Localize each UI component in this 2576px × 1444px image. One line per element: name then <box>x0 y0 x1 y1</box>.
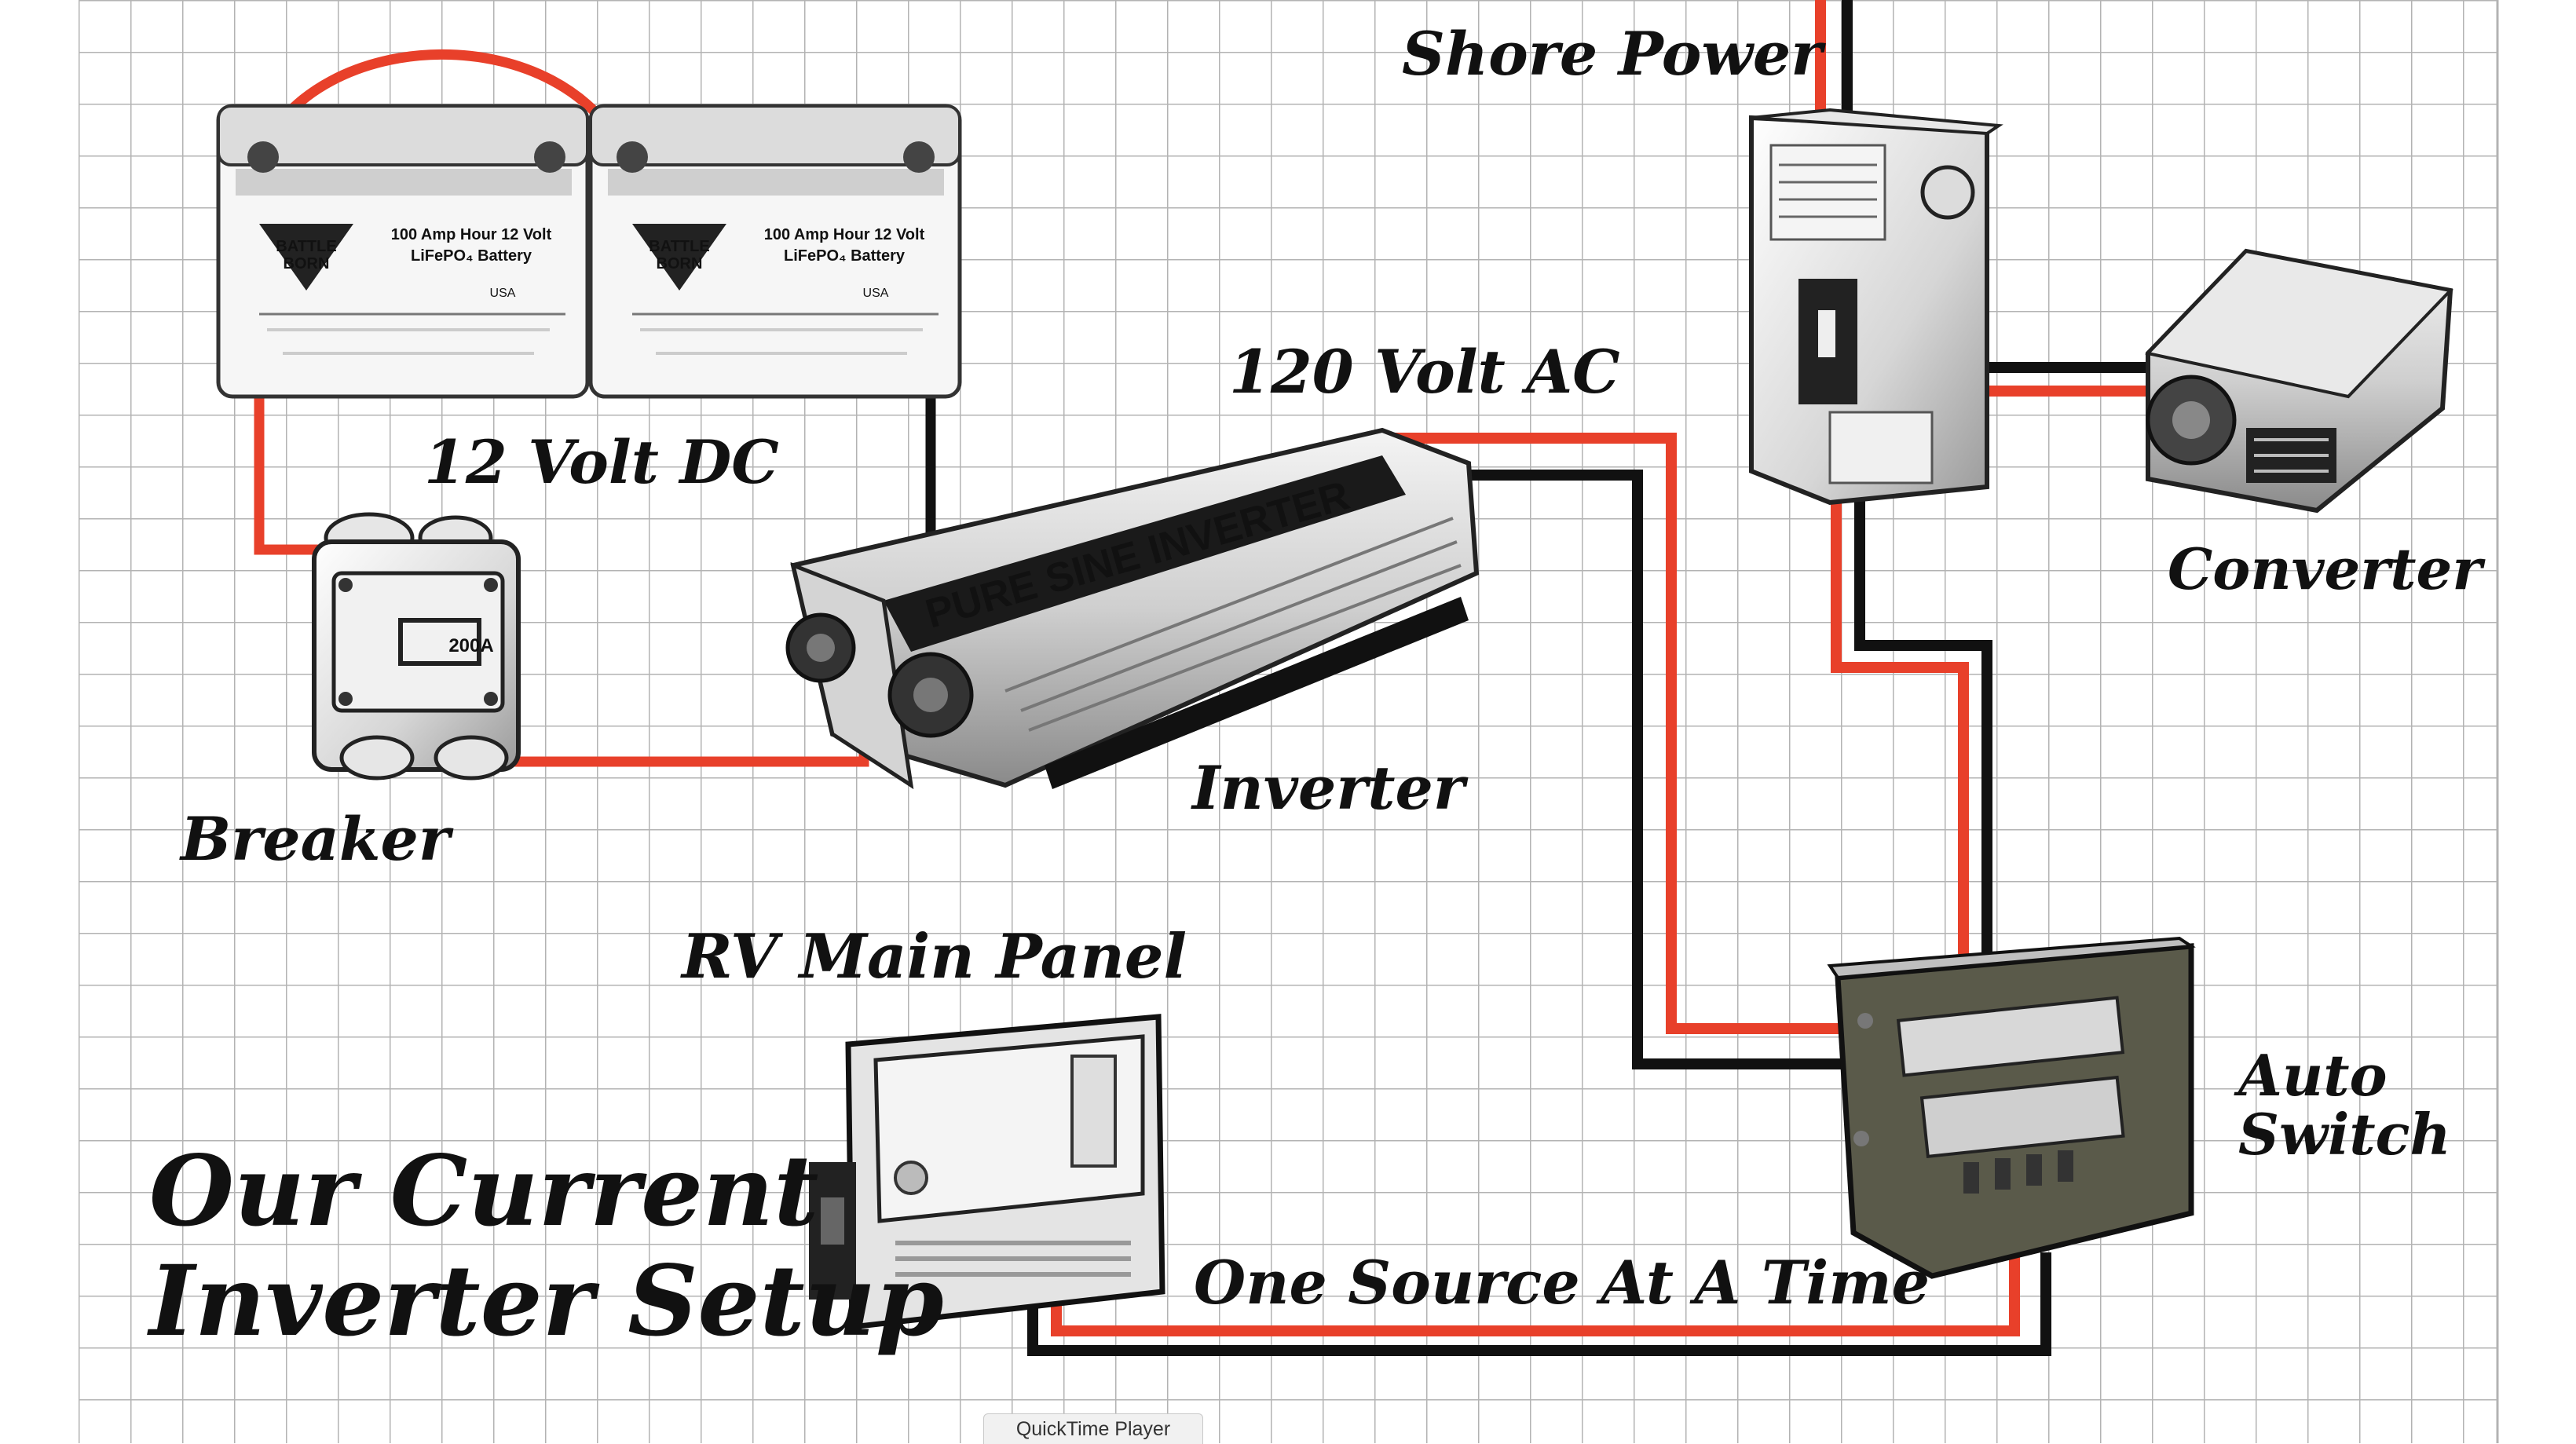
label-auto-switch-line1: Auto <box>2234 1042 2388 1109</box>
battery-bank: BATTLE BORN 100 Amp Hour 12 Volt LiFePO₄… <box>216 104 962 399</box>
panel-red-wire <box>1051 1252 2020 1336</box>
label-inverter: Inverter <box>1191 753 1469 823</box>
label-one-source: One Source At A Time <box>1194 1248 1930 1318</box>
shore-to-switch-red <box>1831 487 1969 954</box>
rv-main-panel-device <box>809 1014 1165 1330</box>
battery-right: BATTLE BORN 100 Amp Hour 12 Volt LiFePO₄… <box>588 104 962 399</box>
circuit-breaker: 200A <box>312 512 521 780</box>
battery-origin: USA <box>863 287 889 300</box>
breaker-rating: 200A <box>448 635 493 656</box>
wires <box>254 0 2148 1356</box>
battery-model-line1: 100 Amp Hour 12 Volt <box>764 226 925 243</box>
label-rv-main-panel: RV Main Panel <box>680 921 1187 993</box>
panel-black-wire <box>1027 1252 2051 1356</box>
diagram-title-line2: Inverter Setup <box>147 1245 944 1358</box>
quicktime-player-tab[interactable]: QuickTime Player <box>983 1413 1203 1444</box>
battery-brand-line1: BATTLE <box>276 238 336 255</box>
label-shore-power: Shore Power <box>1402 19 1826 89</box>
battery-model-line2: LiFePO₄ Battery <box>784 247 906 265</box>
label-auto-switch-line2: Switch <box>2238 1101 2451 1168</box>
shore-power-box <box>1749 108 2003 506</box>
converter-device <box>2145 248 2453 514</box>
battery-model-line2: LiFePO₄ Battery <box>411 247 532 265</box>
label-breaker: Breaker <box>179 804 454 874</box>
battery-brand-line2: BORN <box>657 255 703 272</box>
label-12-volt-dc: 12 Volt DC <box>424 427 779 497</box>
label-converter: Converter <box>2168 536 2486 602</box>
inverter-ac-red <box>1367 433 1853 1034</box>
battery-model-line1: 100 Amp Hour 12 Volt <box>391 226 552 243</box>
shore-to-switch-black <box>1854 487 1992 954</box>
battery-left: BATTLE BORN 100 Amp Hour 12 Volt LiFePO₄… <box>216 104 590 399</box>
inverter-device: PURE SINE INVERTER <box>785 427 1480 790</box>
auto-switch-device <box>1827 936 2196 1279</box>
inverter-ac-black <box>1445 470 1853 1069</box>
diagram-title-line1: Our Current <box>149 1135 819 1248</box>
battery-origin: USA <box>490 287 516 300</box>
battery-brand-line1: BATTLE <box>649 238 709 255</box>
battery-brand-line2: BORN <box>284 255 330 272</box>
label-120-volt-ac: 120 Volt AC <box>1229 337 1620 407</box>
